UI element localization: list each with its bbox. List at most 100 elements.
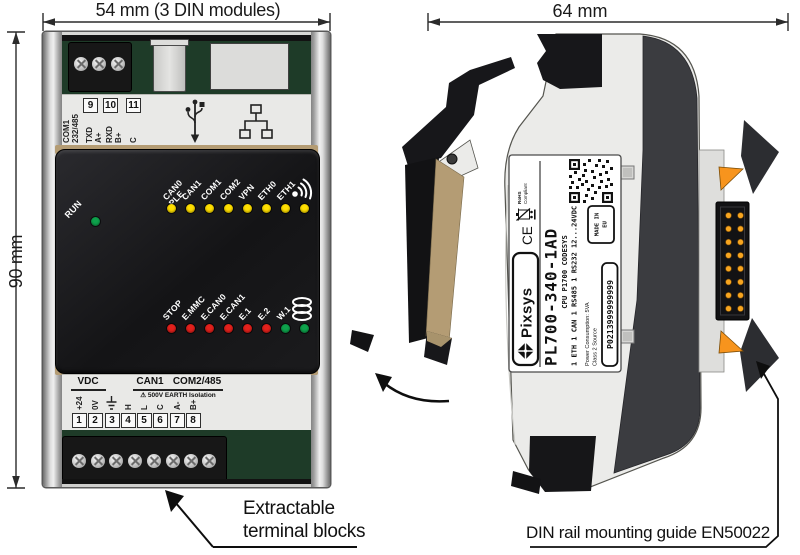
ce-mark: CE — [520, 226, 535, 245]
led-emmc — [185, 323, 195, 333]
din-rail-annotation: DIN rail mounting guide EN50022 — [526, 523, 770, 542]
label-screw — [620, 165, 635, 344]
led-label: E.1 — [236, 305, 254, 322]
isolation-note: ⚠ 500V EARTH Isolation — [140, 392, 216, 399]
led-label: COM1 — [198, 176, 224, 202]
wifi-antenna-icon — [292, 178, 313, 200]
top-label-strip: COM1 232/485 9 10 11 TXD A+ RXD B+ C — [62, 94, 311, 148]
flap-hinge-pin — [446, 153, 458, 165]
led-label: STOP — [160, 297, 185, 322]
pin-label: H — [124, 404, 133, 410]
pin-label: +24 — [75, 396, 84, 410]
led-panel: RUN CAN0 PLE CAN1 COM1 COM2 VPN ETH0 ETH… — [55, 149, 320, 374]
side-back-housing — [613, 35, 701, 474]
flap-open-arrow — [375, 373, 450, 403]
io-line: 1 ETH 1 CAN 1 RS485 1 RS232 12...24VDC — [571, 206, 579, 366]
side-bottom-connector — [529, 436, 596, 492]
led-eth0 — [261, 203, 271, 213]
led-vpn — [242, 203, 252, 213]
terminal-11-signal: C — [129, 137, 138, 143]
pin-label: B+ — [189, 399, 198, 410]
screw-terminal — [109, 454, 123, 468]
bus-connector — [715, 201, 750, 321]
svg-text:Compliant: Compliant — [523, 183, 528, 204]
screw-terminal — [147, 454, 161, 468]
pin-label: C — [156, 404, 165, 410]
brand-text: Pixsys — [519, 287, 536, 338]
extractable-annotation-line1: Extractable — [243, 498, 335, 519]
terminal-10: 10 — [103, 98, 118, 113]
top-terminal-block — [68, 42, 132, 92]
rear-wedge-top — [741, 120, 779, 194]
led-com2 — [223, 203, 233, 213]
usb-port-cover — [150, 39, 189, 92]
ethernet-network-icon — [239, 104, 273, 139]
terminal-9: 9 — [83, 98, 98, 113]
extractable-arrow — [165, 490, 357, 548]
group-vdc: VDC — [77, 376, 99, 387]
com1-sublabel: 232/485 — [71, 114, 80, 143]
top-pcb — [62, 32, 311, 94]
open-front-flap — [350, 57, 515, 365]
bottom-pcb — [62, 430, 311, 487]
run-led — [91, 217, 100, 226]
front-height-dimension-line — [7, 31, 25, 489]
led-ecan1 — [223, 323, 233, 333]
led-can1 — [185, 203, 195, 213]
side-top-connector — [537, 34, 602, 89]
screw-terminal — [184, 454, 198, 468]
pixsys-logo: Pixsys — [511, 251, 540, 367]
led-wifi — [299, 203, 309, 213]
screw-terminal — [166, 454, 180, 468]
led-eth1 — [280, 203, 290, 213]
side-view: 64 mm — [350, 1, 789, 548]
mounting-clip-top — [718, 166, 744, 191]
screw-terminal — [74, 57, 88, 71]
product-label: Pixsys CE RoHS Compliant PL700-340-1AD C… — [508, 154, 622, 373]
terminal-10-signal: RXD — [105, 126, 114, 143]
terminal-3: 3 — [104, 413, 120, 428]
group-com2: COM2/485 — [172, 376, 222, 387]
bottom-label-strip: VDC CAN1 COM2/485 ⚠ 500V EARTH Isolation… — [62, 374, 311, 432]
earth-ground-icon — [106, 396, 117, 410]
bottom-terminal-block — [62, 436, 227, 484]
made-in-line1: MADE IN — [595, 212, 601, 236]
ethernet-port — [210, 43, 289, 90]
mounting-clip-bottom — [718, 330, 744, 354]
screw-terminal — [92, 57, 106, 71]
usb-icon — [185, 99, 205, 143]
led-w1 — [280, 323, 290, 333]
screw-terminal — [128, 454, 142, 468]
storage-stack-icon — [292, 297, 312, 321]
terminal-6: 6 — [152, 413, 168, 428]
screw-terminal — [91, 454, 105, 468]
screw-terminal — [202, 454, 216, 468]
terminal-9-signal: TXD — [85, 127, 94, 143]
led-e2 — [261, 323, 271, 333]
terminal-1: 1 — [71, 413, 87, 428]
din-rail-carrier — [698, 149, 725, 373]
front-width-dimension-line — [42, 13, 331, 31]
led-storage — [299, 323, 309, 333]
power-line1: Power Consumption: 5VA — [585, 302, 591, 366]
screw-terminal — [111, 57, 125, 71]
terminal-2: 2 — [87, 413, 103, 428]
din-rail-arrow — [530, 361, 779, 548]
pin-label: L — [140, 405, 149, 410]
group-can1: CAN1 — [136, 376, 164, 387]
led-e1 — [242, 323, 252, 333]
front-view: COM1 232/485 9 10 11 TXD A+ RXD B+ C — [43, 32, 330, 487]
run-led-label: RUN — [62, 198, 84, 220]
com1-label: COM1 — [62, 119, 71, 143]
led-stop — [166, 323, 176, 333]
terminal-7: 7 — [169, 413, 185, 428]
led-label: ETH0 — [255, 178, 279, 202]
weee-bin-icon — [516, 208, 536, 221]
terminal-4: 4 — [120, 413, 136, 428]
screw-terminal — [72, 454, 86, 468]
front-width-dimension-label: 54 mm (3 DIN modules) — [95, 0, 281, 20]
led-com1 — [204, 203, 214, 213]
serial-number: P0213999999999 — [605, 280, 615, 349]
terminal-8: 8 — [185, 413, 201, 428]
